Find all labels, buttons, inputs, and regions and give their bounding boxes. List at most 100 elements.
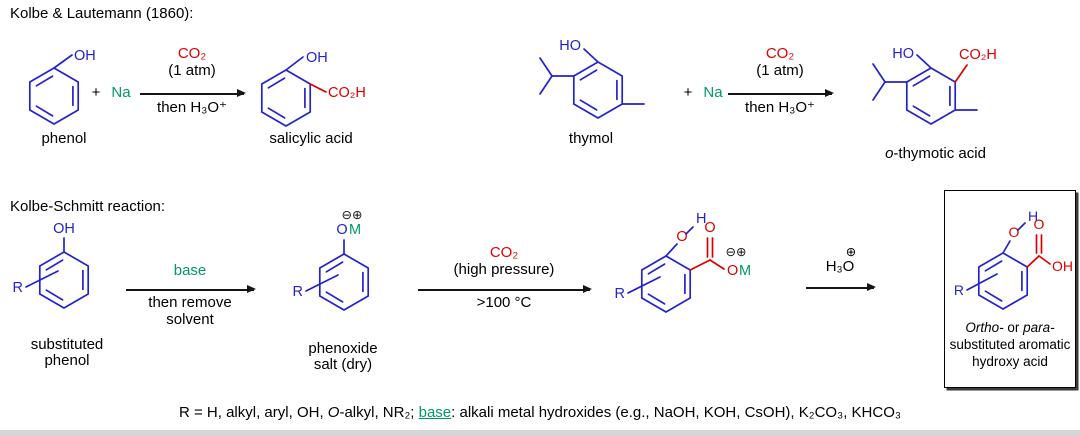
bond-line	[539, 57, 553, 77]
bond-line	[709, 259, 725, 270]
footnote-seg3: : alkali metal hydroxides (e.g., NaOH, K…	[451, 404, 901, 421]
phenol-oxygen-label: O	[1009, 224, 1020, 240]
benzene-ring	[640, 255, 692, 313]
bond-line	[1026, 255, 1040, 268]
sodium-reagent: Na	[111, 84, 131, 101]
pressure-label: (high pressure)	[453, 261, 555, 278]
reaction-arrow	[126, 285, 256, 293]
ortho-word: Ortho-	[965, 320, 1004, 335]
temperature-label: >100 °C	[476, 293, 532, 311]
charge-symbols: ⊖⊕	[726, 245, 747, 259]
name-rest-part: -thymotic acid	[893, 145, 986, 162]
salicylate-intermediate-structure: R O H O ⊖⊕ O M	[615, 211, 751, 313]
bond-line	[689, 259, 711, 271]
metal-label: M	[349, 222, 361, 238]
carboxyl-label: CO₂H	[328, 85, 366, 101]
phenol-hydrogen-label: H	[1028, 208, 1038, 224]
reaction-arrow-group-h3o: ⊕ H₃O	[806, 245, 876, 291]
footnote: R = H, alkyl, aryl, OH, O-alkyl, NR₂; ba…	[0, 404, 1080, 421]
condition-label-1: then remove	[148, 293, 232, 311]
benzene-ring	[905, 67, 957, 125]
row1-title: Kolbe & Lautemann (1860):	[10, 5, 194, 22]
box-caption: Ortho- or para- substituted aromatic hyd…	[945, 319, 1075, 370]
phenol-structure: OH	[28, 48, 96, 125]
benzene-ring	[28, 67, 80, 125]
phenoxide-salt-structure: ⊖⊕ O M R	[293, 208, 370, 311]
benzene-ring	[38, 251, 90, 309]
benzene-ring	[260, 69, 312, 127]
workup-label: then H₃O⁺	[157, 98, 227, 116]
oxygen-label: O	[336, 222, 347, 238]
carboxyl-label: CO₂H	[959, 47, 997, 63]
bond-line	[685, 226, 694, 235]
acid-hydroxyl-label: OH	[1052, 258, 1073, 274]
hydroxyl-label: HO	[559, 38, 581, 54]
or-word: or	[1003, 320, 1024, 335]
reaction-arrow-group-co2: CO₂ (high pressure) >100 °C	[418, 244, 592, 311]
thymol-name: thymol	[568, 130, 614, 147]
workup-label: then H₃O⁺	[745, 98, 815, 116]
r-group-label: R	[293, 284, 303, 300]
hydroxy-acid-product-structure: R O H O OH	[954, 208, 1073, 310]
bond-line	[1038, 255, 1051, 265]
hydroxyl-label: OH	[53, 221, 75, 237]
thymol-structure: HO	[539, 38, 645, 119]
co2-label: CO₂	[177, 45, 207, 62]
pressure-label: (1 atm)	[756, 62, 804, 79]
co2-label: CO₂	[765, 45, 795, 62]
para-word: para-	[1023, 320, 1055, 335]
metal-label: M	[739, 263, 751, 279]
bond-line	[916, 54, 932, 69]
hydroxyl-label: OH	[306, 50, 328, 66]
salicylic-acid-name: salicylic acid	[269, 130, 353, 147]
box-caption-line-3: hydroxy acid	[972, 354, 1048, 369]
variable-position-bond	[305, 274, 339, 292]
substituted-phenol-label-2: phenol	[44, 352, 90, 369]
phenol-oxygen-label: O	[676, 229, 687, 245]
base-label: base	[173, 262, 207, 279]
r-group-label: R	[615, 286, 625, 302]
variable-position-bond	[627, 276, 661, 294]
plus-sign: +	[683, 84, 693, 101]
footnote-base-word: base	[418, 404, 452, 421]
reaction-arrow	[728, 89, 834, 97]
reaction-arrow-group-1: CO₂ (1 atm) then H₃O⁺	[140, 45, 246, 116]
footnote-italic-o: O	[327, 404, 340, 421]
footnote-seg2: -alkyl, NR₂;	[339, 404, 419, 421]
bond-line	[1002, 240, 1011, 254]
plus-sign: +	[91, 84, 101, 101]
variable-position-bond	[966, 273, 998, 291]
reaction-arrow	[418, 285, 592, 293]
reaction-arrow-group-2: CO₂ (1 atm) then H₃O⁺	[728, 45, 834, 116]
phenol-hydrogen-label: H	[696, 211, 706, 227]
substituted-phenol-structure: OH R	[13, 221, 90, 309]
hydroxyl-label: OH	[74, 48, 96, 64]
footnote-seg1: R = H, alkyl, aryl, OH,	[179, 404, 328, 421]
r-group-label: R	[13, 280, 23, 296]
bond-line	[583, 48, 599, 63]
row2-title: Kolbe-Schmitt reaction:	[10, 198, 166, 215]
r-group-label: R	[954, 282, 964, 298]
box-caption-line-2: substituted aromatic	[949, 337, 1071, 352]
co2-label: CO₂	[489, 244, 519, 261]
salicylic-acid-structure: OH CO₂H	[260, 50, 366, 127]
bond-line	[954, 64, 968, 83]
name-italic-part: o	[885, 145, 894, 162]
carboxylate-oxygen-label: O	[727, 263, 738, 279]
substituted-phenol-label-1: substituted	[30, 336, 104, 353]
reaction-arrow	[806, 283, 876, 291]
carbonyl-oxygen-label: O	[1034, 216, 1045, 232]
reaction-arrow	[140, 89, 246, 97]
plus-charge-symbol: ⊕	[845, 245, 857, 259]
benzene-ring	[318, 253, 370, 311]
pressure-label: (1 atm)	[168, 62, 216, 79]
box-caption-line-1: Ortho- or para-	[945, 319, 1075, 336]
thymotic-acid-name: o-thymotic acid	[843, 145, 1028, 162]
charge-symbols: ⊖⊕	[342, 208, 363, 222]
phenol-name: phenol	[41, 130, 87, 147]
reaction-arrow-group-base: base then remove solvent	[126, 262, 256, 328]
thymotic-acid-structure: HO CO₂H	[872, 46, 997, 125]
product-box: R O H O OH Ortho- or para- substituted a…	[944, 190, 1076, 388]
bond-line	[665, 243, 678, 257]
